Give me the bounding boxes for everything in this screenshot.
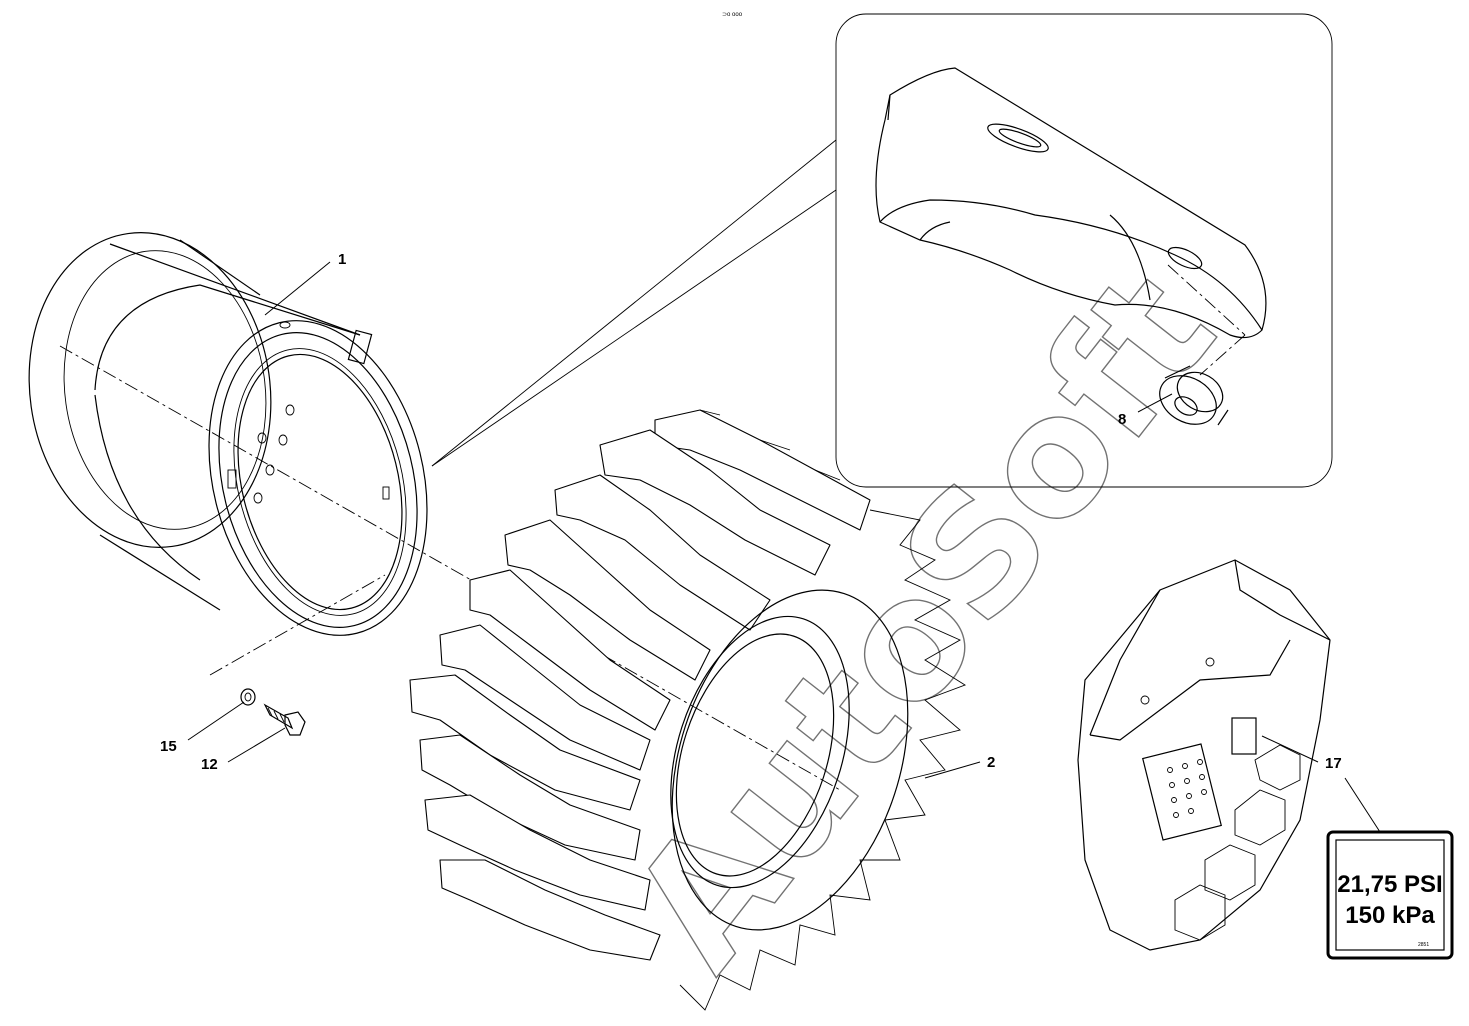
valve-housing <box>875 67 1267 376</box>
watermark: AutoSoft <box>595 238 1251 1003</box>
fender-panel <box>1077 559 1331 951</box>
callout-17: 17 <box>1325 755 1342 772</box>
detail-inset: 8 <box>431 13 1333 488</box>
bolt-part <box>263 703 306 736</box>
callout-1: 1 <box>338 251 346 268</box>
pressure-kpa-text: 150 kPa <box>1345 902 1435 929</box>
pressure-psi-text: 21,75 PSI <box>1337 871 1442 898</box>
rim <box>28 232 841 791</box>
callout-8: 8 <box>1118 411 1126 428</box>
callout-2: 2 <box>987 754 995 771</box>
header-mark: ⊃o ooo <box>722 12 743 18</box>
grommet-part <box>1159 365 1229 426</box>
callout-12: 12 <box>201 756 218 773</box>
pressure-decal: 21,75 PSI 150 kPa 2851 <box>1326 830 1454 960</box>
tyre <box>409 409 967 1011</box>
callout-15: 15 <box>160 738 177 755</box>
washer-part <box>240 688 256 706</box>
decal-code: 2851 <box>1418 942 1429 948</box>
